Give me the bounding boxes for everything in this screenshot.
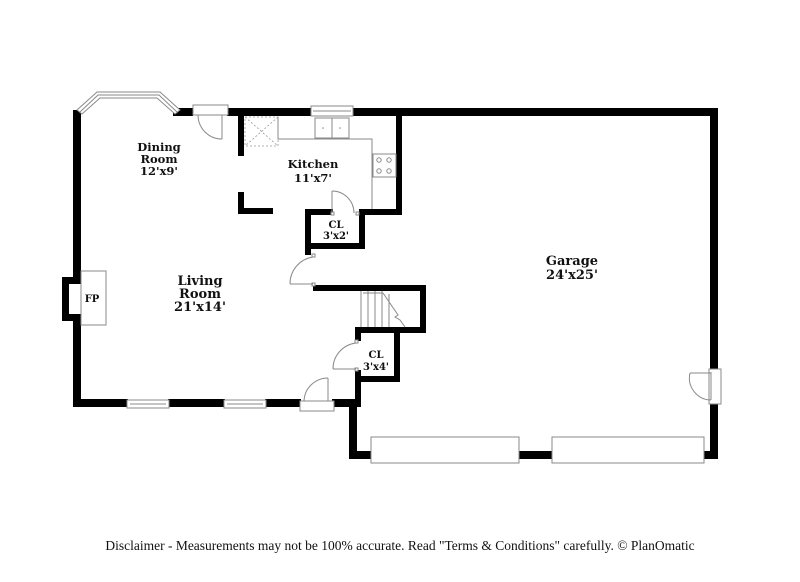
front-door[interactable] — [299, 377, 335, 412]
kitchen-label: Kitchen — [288, 157, 339, 171]
living-room-label: Living — [177, 274, 222, 289]
kitchen-dims: 11'x7' — [294, 171, 332, 185]
hall-closet-label: CL — [369, 350, 384, 361]
hall-door[interactable] — [289, 253, 316, 287]
kitchen-closet-label: CL — [329, 220, 344, 231]
refrigerator-space — [244, 116, 279, 147]
exterior-walls — [62, 108, 718, 459]
disclaimer-text: Disclaimer - Measurements may not be 100… — [105, 538, 695, 553]
kitchen-walls — [238, 116, 402, 249]
dining-room-dims: 12'x9' — [140, 164, 178, 178]
dining-room-label: Dining — [137, 140, 180, 154]
living-room-dims: 21'x14' — [174, 300, 226, 315]
kitchen-closet-door[interactable] — [330, 190, 360, 216]
kitchen-counter — [277, 117, 373, 209]
hall-walls — [305, 249, 426, 407]
dining-room-label-line2: Room — [140, 152, 177, 166]
hall-closet-door[interactable] — [332, 339, 359, 372]
living-room-windows — [126, 399, 267, 409]
kitchen-sink — [314, 117, 350, 139]
garage-side-door[interactable] — [688, 368, 722, 405]
garage-label: Garage — [546, 254, 598, 269]
garage-doors[interactable] — [370, 436, 705, 464]
kitchen-closet-dims: 3'x2' — [323, 231, 349, 242]
kitchen-stove — [372, 153, 397, 178]
garage-dims: 24'x25' — [546, 268, 598, 283]
living-room-label-line2: Room — [179, 287, 221, 302]
room-labels: Dining Room 12'x9' Kitchen 11'x7' CL 3'x… — [85, 140, 598, 373]
bay-window — [76, 91, 181, 115]
staircase — [360, 291, 406, 328]
hall-closet-dims: 3'x4' — [363, 362, 389, 373]
dining-exterior-door[interactable] — [192, 104, 229, 140]
kitchen-window — [310, 105, 354, 117]
fireplace — [80, 270, 107, 326]
fireplace-label: FP — [85, 294, 100, 305]
